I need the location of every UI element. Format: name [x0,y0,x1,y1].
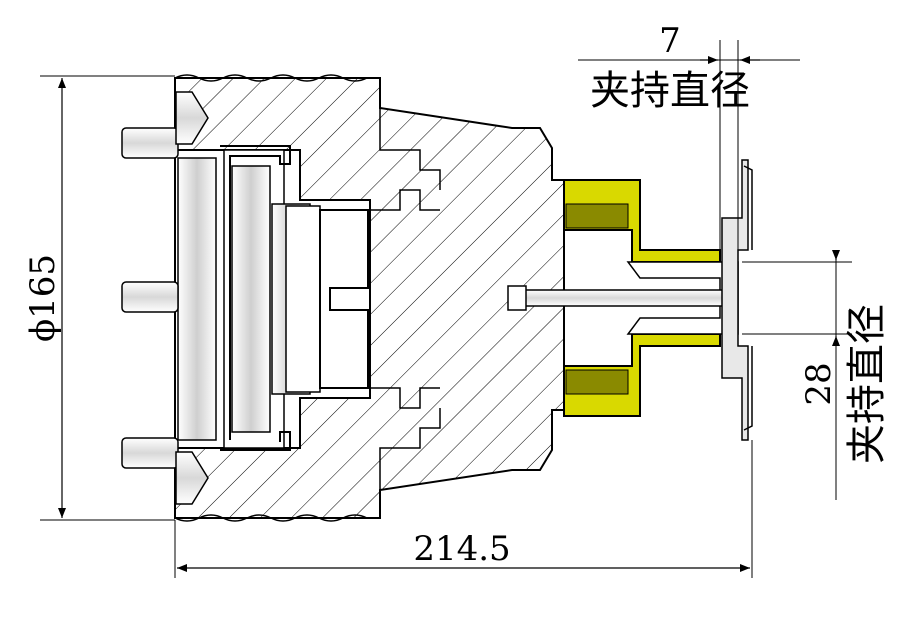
top-steps [379,108,441,490]
dim-outer-diameter: ϕ165 [23,75,175,521]
collet-nose [507,159,753,441]
ejector-rod [519,289,735,307]
front-bore [174,108,441,490]
break-line-bottom [174,514,368,522]
bolt-middle [121,281,179,313]
retainer-bottom [220,431,291,451]
mounting-bolts [121,91,209,505]
draw-tube-thread [368,189,440,409]
countersink-bottom [175,451,209,505]
bolt-top [121,127,179,159]
jaw-lower-dark [565,369,629,395]
clamp-diameter-label: 夹持直径 [844,304,890,464]
dim-clamp-diameter: 28 夹持直径 [742,250,890,500]
clamp-length-label: 夹持直径 [590,68,750,114]
bore-ring-outer [177,157,217,441]
clamp-length-value: 7 [659,21,681,61]
break-line-top [174,74,368,82]
dim-overall-length: 214.5 [174,440,753,578]
nose-face [721,159,749,441]
nose-plate [743,165,753,431]
outer-diameter-value: ϕ165 [23,254,63,342]
countersink-top [175,91,209,145]
overall-length-value: 214.5 [413,529,510,569]
retainer-top [220,145,291,440]
ejector-head [507,285,527,311]
draw-tube [319,209,369,389]
jaw-upper-dark [565,203,629,229]
clamp-jaws [563,179,721,417]
dim-clamp-length: 7 夹持直径 [578,21,800,250]
bore-ring-inner [231,165,271,433]
bolt-bottom [121,437,179,469]
clamp-diameter-value: 28 [799,362,839,405]
piston-ring [285,205,321,393]
